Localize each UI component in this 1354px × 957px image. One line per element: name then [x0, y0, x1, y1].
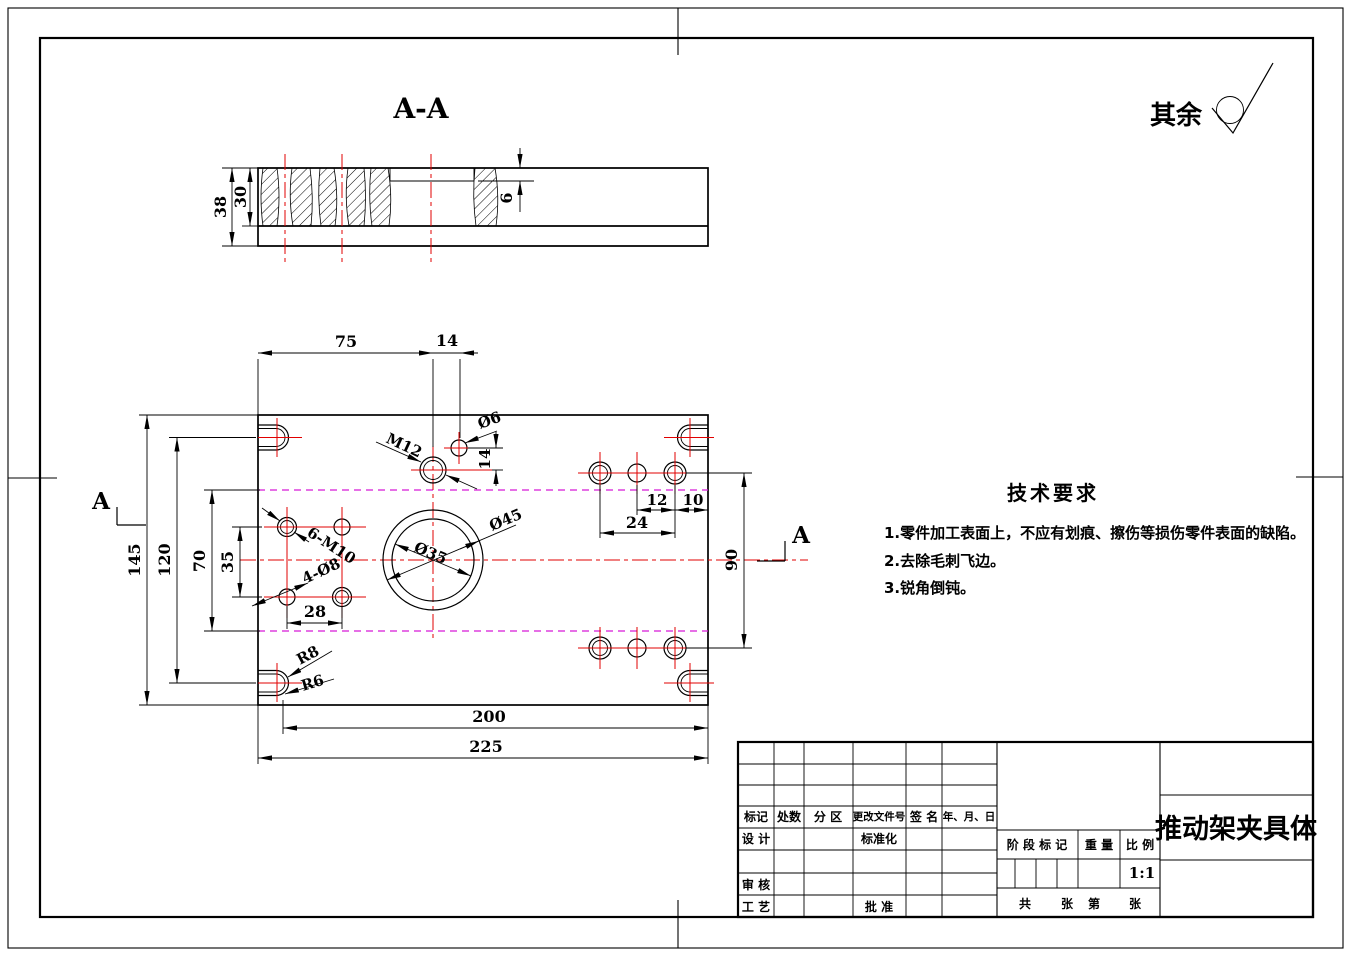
- dim-12: 12: [647, 491, 668, 509]
- col-mark: 标记: [743, 809, 768, 824]
- col-sign: 签 名: [909, 809, 938, 824]
- sheet-index-label: 第: [1088, 896, 1100, 911]
- m12-and-d6-holes: M12 Ø6 14: [375, 408, 503, 490]
- row-approve: 批 准: [865, 899, 893, 914]
- dim-225: 225: [469, 737, 502, 756]
- tech-req-heading: 技术要求: [1007, 481, 1099, 505]
- row-check: 审 核: [742, 877, 770, 892]
- sheet-total-label: 共: [1019, 896, 1031, 911]
- scale-value: 1:1: [1129, 864, 1155, 882]
- dim-28: 28: [304, 602, 326, 621]
- technical-requirements: 技术要求 1.零件加工表面上，不应有划痕、擦伤等损伤零件表面的缺陷。 2.去除毛…: [884, 481, 1305, 597]
- label-4-d8: 4-Ø8: [299, 554, 343, 587]
- col-date: 年、月、日: [943, 810, 996, 823]
- col-zone: 分 区: [814, 809, 842, 824]
- stage-mark-label: 阶 段 标 记: [1007, 837, 1068, 852]
- col-doc-no: 更改文件号: [853, 810, 906, 823]
- section-dimensions: 38 30 6: [211, 148, 534, 247]
- label-r6: R6: [299, 671, 326, 695]
- title-block-labels: 标记 处数 分 区 更改文件号 签 名 年、月、日 设 计 标准化 审 核 工 …: [742, 809, 1318, 914]
- surface-roughness-icon: [1211, 62, 1274, 135]
- dim-145: 145: [125, 543, 144, 576]
- dim-14-top: 14: [436, 331, 458, 350]
- tech-req-item-2: 2.去除毛刺飞边。: [884, 552, 1005, 570]
- tech-req-item-3: 3.锐角倒钝。: [884, 579, 975, 597]
- section-centerlines: [284, 154, 432, 262]
- label-d45: Ø45: [487, 505, 525, 535]
- surplus-label: 其余: [1150, 100, 1203, 131]
- left-dimensions: 145 120 70 35: [125, 414, 262, 706]
- surface-finish-note: 其余: [1150, 62, 1274, 135]
- sheet-borders: [7, 7, 1344, 949]
- dim-120: 120: [155, 543, 174, 576]
- section-cut-markers: A A: [91, 488, 811, 562]
- tech-req-item-1: 1.零件加工表面上，不应有划痕、擦伤等损伤零件表面的缺陷。: [884, 524, 1305, 542]
- sheet-unit-b: 张: [1129, 896, 1142, 911]
- sheet-unit-a: 张: [1061, 896, 1074, 911]
- part-title: 推动架夹具体: [1155, 814, 1318, 845]
- plan-view: M12 Ø6 14 Ø45 Ø35: [91, 331, 811, 764]
- corner-slots: [258, 418, 714, 702]
- dim-90: 90: [722, 549, 741, 571]
- title-block: 标记 处数 分 区 更改文件号 签 名 年、月、日 设 计 标准化 审 核 工 …: [736, 740, 1318, 919]
- row-standard: 标准化: [860, 831, 897, 846]
- top-dimensions: 75 14: [257, 331, 478, 447]
- label-d6: Ø6: [475, 408, 503, 433]
- label-r8: R8: [293, 642, 322, 669]
- dim-30: 30: [231, 186, 250, 208]
- scale-label: 比 例: [1126, 837, 1154, 852]
- section-arrow-a-left: A: [91, 488, 111, 515]
- fillet-labels: R8 R6: [284, 642, 335, 695]
- label-d35: Ø35: [411, 538, 449, 568]
- dim-75: 75: [335, 332, 357, 351]
- row-process: 工 艺: [742, 899, 770, 914]
- central-bore: Ø45 Ø35: [382, 505, 525, 611]
- dim-24: 24: [626, 513, 648, 532]
- dim-6: 6: [497, 192, 516, 203]
- dim-70: 70: [190, 550, 209, 572]
- dim-200: 200: [472, 707, 505, 726]
- section-hatching: [260, 167, 499, 227]
- section-view: A-A 38 30 6: [211, 92, 709, 262]
- right-hole-group: 12 10 24 90: [578, 452, 752, 669]
- col-count: 处数: [776, 809, 802, 824]
- dim-35: 35: [218, 551, 237, 573]
- dim-10: 10: [683, 491, 704, 509]
- section-view-title: A-A: [392, 92, 449, 125]
- left-hole-group: 6-M10 4-Ø8 28: [251, 507, 366, 629]
- row-design: 设 计: [742, 831, 770, 846]
- label-m12: M12: [383, 429, 425, 461]
- bottom-dimensions: 200 225: [257, 700, 709, 764]
- section-arrow-a-right: A: [791, 522, 811, 549]
- weight-label: 重 量: [1085, 837, 1113, 852]
- dim-14-offset: 14: [476, 449, 494, 470]
- dim-38: 38: [211, 196, 230, 218]
